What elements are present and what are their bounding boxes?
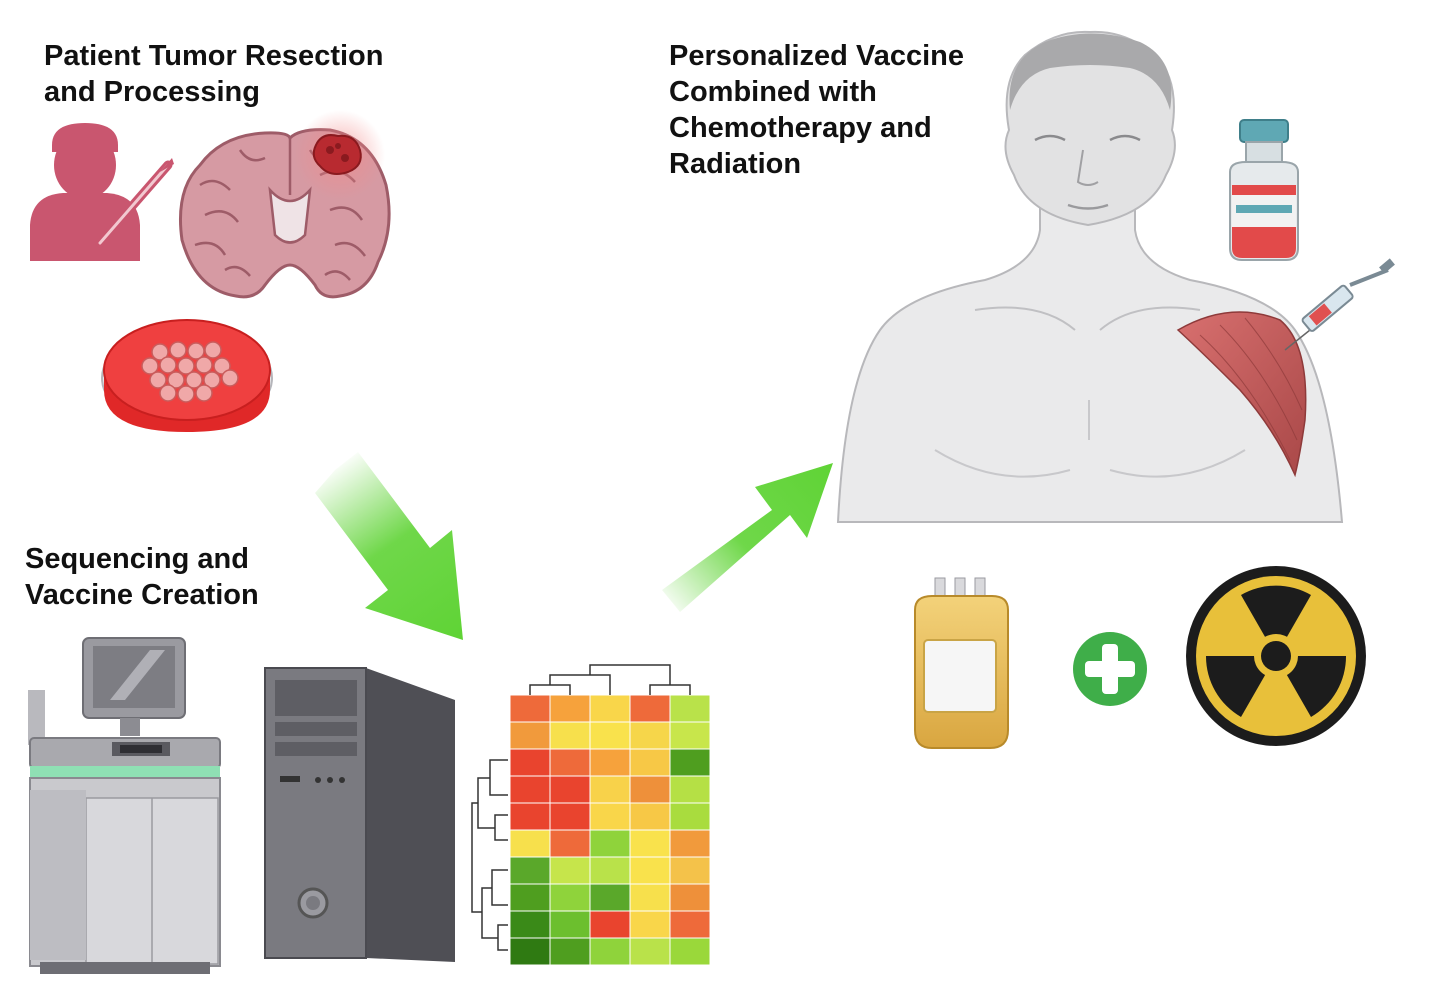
heatmap-cell bbox=[589, 829, 631, 858]
heatmap-icon bbox=[471, 664, 711, 966]
heatmap-cell bbox=[669, 775, 711, 804]
heatmap-cell bbox=[589, 721, 631, 750]
computer-tower-icon bbox=[264, 667, 455, 962]
title-line: and Processing bbox=[44, 76, 260, 108]
heatmap-cell bbox=[589, 856, 631, 885]
title-line: Radiation bbox=[669, 148, 802, 180]
heatmap-grid bbox=[509, 694, 711, 966]
deltoid-muscle-icon bbox=[1176, 311, 1307, 478]
arrow-to-vaccine bbox=[662, 463, 833, 612]
heatmap-cell bbox=[629, 856, 671, 885]
radiation-icon bbox=[1186, 566, 1366, 746]
heatmap-cell bbox=[669, 694, 711, 723]
heatmap-cell bbox=[549, 883, 591, 912]
heatmap-cell bbox=[629, 775, 671, 804]
title-line: Combined with bbox=[669, 76, 877, 108]
title-line: Sequencing and bbox=[25, 543, 249, 575]
heatmap-cell bbox=[549, 748, 591, 777]
heatmap-cell bbox=[509, 937, 551, 966]
step-title-sequencing: Sequencing and Vaccine Creation bbox=[25, 541, 259, 613]
heatmap-cell bbox=[509, 721, 551, 750]
heatmap-cell bbox=[549, 910, 591, 939]
heatmap-cell bbox=[509, 748, 551, 777]
title-line: Personalized Vaccine bbox=[669, 40, 964, 72]
heatmap-cell bbox=[589, 775, 631, 804]
heatmap-cell bbox=[509, 802, 551, 831]
heatmap-cell bbox=[549, 802, 591, 831]
heatmap-cell bbox=[669, 748, 711, 777]
brain-tumor-icon bbox=[178, 110, 391, 299]
heatmap-cell bbox=[589, 910, 631, 939]
iv-bag-icon bbox=[914, 577, 1009, 749]
syringe-icon bbox=[1284, 258, 1395, 351]
scalpel-icon bbox=[95, 158, 174, 248]
heatmap-cell bbox=[669, 856, 711, 885]
title-line: Patient Tumor Resection bbox=[44, 40, 384, 72]
heatmap-cell bbox=[509, 883, 551, 912]
heatmap-cell bbox=[629, 910, 671, 939]
column-dendrogram bbox=[529, 664, 691, 695]
heatmap-cell bbox=[549, 721, 591, 750]
heatmap-cell bbox=[629, 883, 671, 912]
title-line: Vaccine Creation bbox=[25, 579, 259, 611]
heatmap-cell bbox=[629, 694, 671, 723]
heatmap-cell bbox=[549, 829, 591, 858]
heatmap-cell bbox=[669, 910, 711, 939]
heatmap-cell bbox=[629, 829, 671, 858]
heatmap-cell bbox=[629, 721, 671, 750]
step-title-vaccine: Personalized Vaccine Combined with Chemo… bbox=[669, 38, 964, 182]
heatmap-cell bbox=[549, 856, 591, 885]
heatmap-cell bbox=[589, 802, 631, 831]
sequencer-icon bbox=[28, 637, 221, 974]
row-dendrogram bbox=[471, 759, 508, 951]
heatmap-cell bbox=[669, 829, 711, 858]
heatmap-cell bbox=[509, 694, 551, 723]
heatmap-cell bbox=[549, 937, 591, 966]
heatmap-cell bbox=[589, 748, 631, 777]
heatmap-cell bbox=[509, 775, 551, 804]
surgeon-icon bbox=[30, 123, 140, 261]
heatmap-cell bbox=[589, 937, 631, 966]
heatmap-cell bbox=[589, 694, 631, 723]
vaccine-vial-icon bbox=[1229, 119, 1299, 261]
petri-dish-icon bbox=[101, 319, 273, 432]
step-title-resection: Patient Tumor Resection and Processing bbox=[44, 38, 383, 110]
heatmap-cell bbox=[549, 775, 591, 804]
heatmap-cell bbox=[669, 721, 711, 750]
title-line: Chemotherapy and bbox=[669, 112, 932, 144]
heatmap-cell bbox=[629, 748, 671, 777]
heatmap-cell bbox=[669, 937, 711, 966]
heatmap-cell bbox=[669, 802, 711, 831]
heatmap-cell bbox=[509, 856, 551, 885]
heatmap-cell bbox=[669, 883, 711, 912]
patient-torso-icon bbox=[836, 30, 1344, 523]
heatmap-cell bbox=[509, 910, 551, 939]
heatmap-cell bbox=[549, 694, 591, 723]
heatmap-cell bbox=[509, 829, 551, 858]
heatmap-cell bbox=[629, 937, 671, 966]
heatmap-cell bbox=[629, 802, 671, 831]
plus-icon bbox=[1073, 632, 1147, 706]
arrow-to-sequencing bbox=[315, 452, 463, 640]
heatmap-cell bbox=[589, 883, 631, 912]
